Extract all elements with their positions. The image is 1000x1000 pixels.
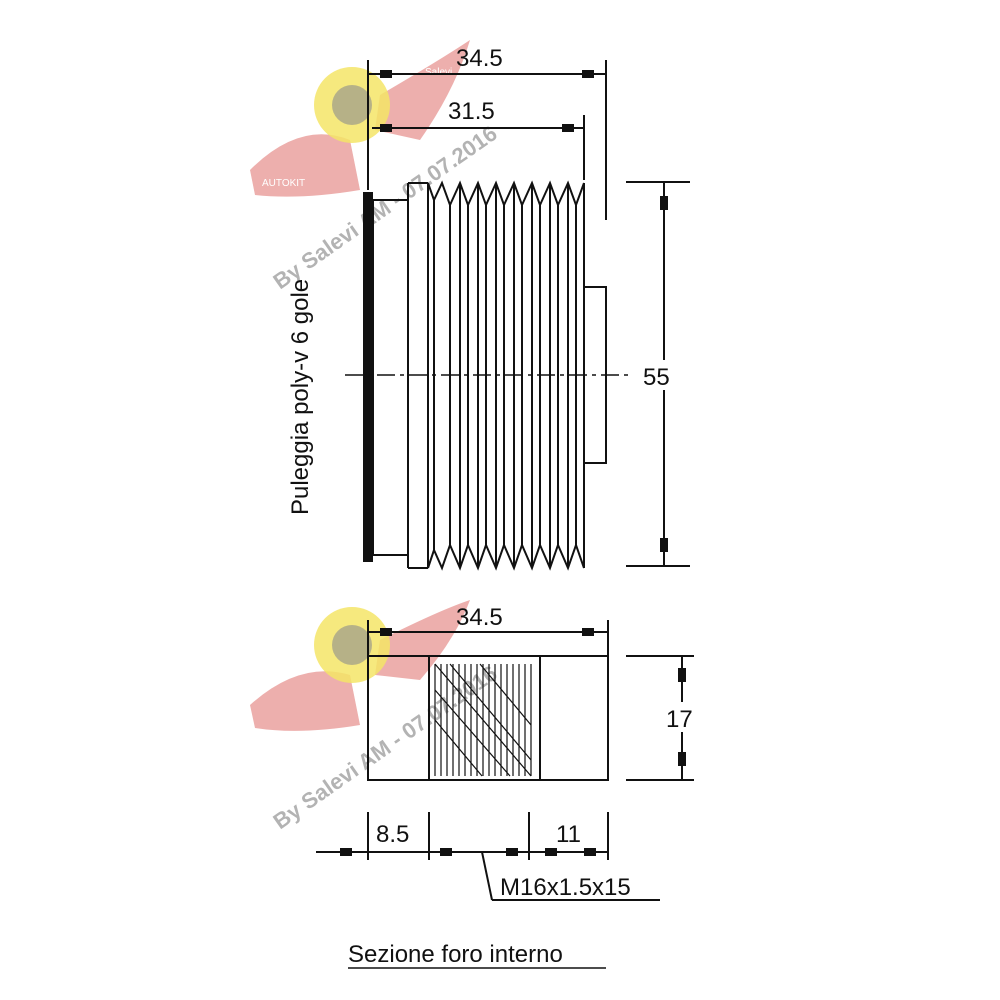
- diameter-label-bg: [640, 360, 686, 390]
- dimension-section-height-label: 17: [666, 706, 693, 733]
- dimension-section-width: [367, 620, 609, 656]
- watermark-logo-top: AUTOKIT Salevi: [250, 40, 470, 197]
- watermark-logo-right-text: Salevi: [425, 67, 452, 78]
- dimension-diameter-label: 55: [643, 364, 670, 391]
- thread-spec-label: M16x1.5x15: [500, 874, 631, 901]
- thread-hatching: [434, 663, 532, 777]
- dimension-width-grooves: [372, 115, 585, 180]
- pulley-side-label: Puleggia poly-v 6 gole: [287, 279, 314, 515]
- dimension-width-grooves-label: 31.5: [448, 98, 495, 125]
- dimension-width-overall: [367, 60, 607, 220]
- dimension-width-overall-label: 34.5: [456, 45, 503, 72]
- dimension-section-width-label: 34.5: [456, 604, 503, 631]
- dimension-right-offset-label: 11: [556, 821, 581, 848]
- watermark-logo-left-text: AUTOKIT: [262, 178, 305, 189]
- section-view: [367, 655, 609, 781]
- dimension-bottom: [316, 812, 660, 901]
- dimension-left-offset-label: 8.5: [376, 821, 409, 848]
- watermark-logo-bottom: [250, 600, 470, 731]
- section-caption: Sezione foro interno: [348, 941, 563, 968]
- height-label-bg: [662, 702, 698, 732]
